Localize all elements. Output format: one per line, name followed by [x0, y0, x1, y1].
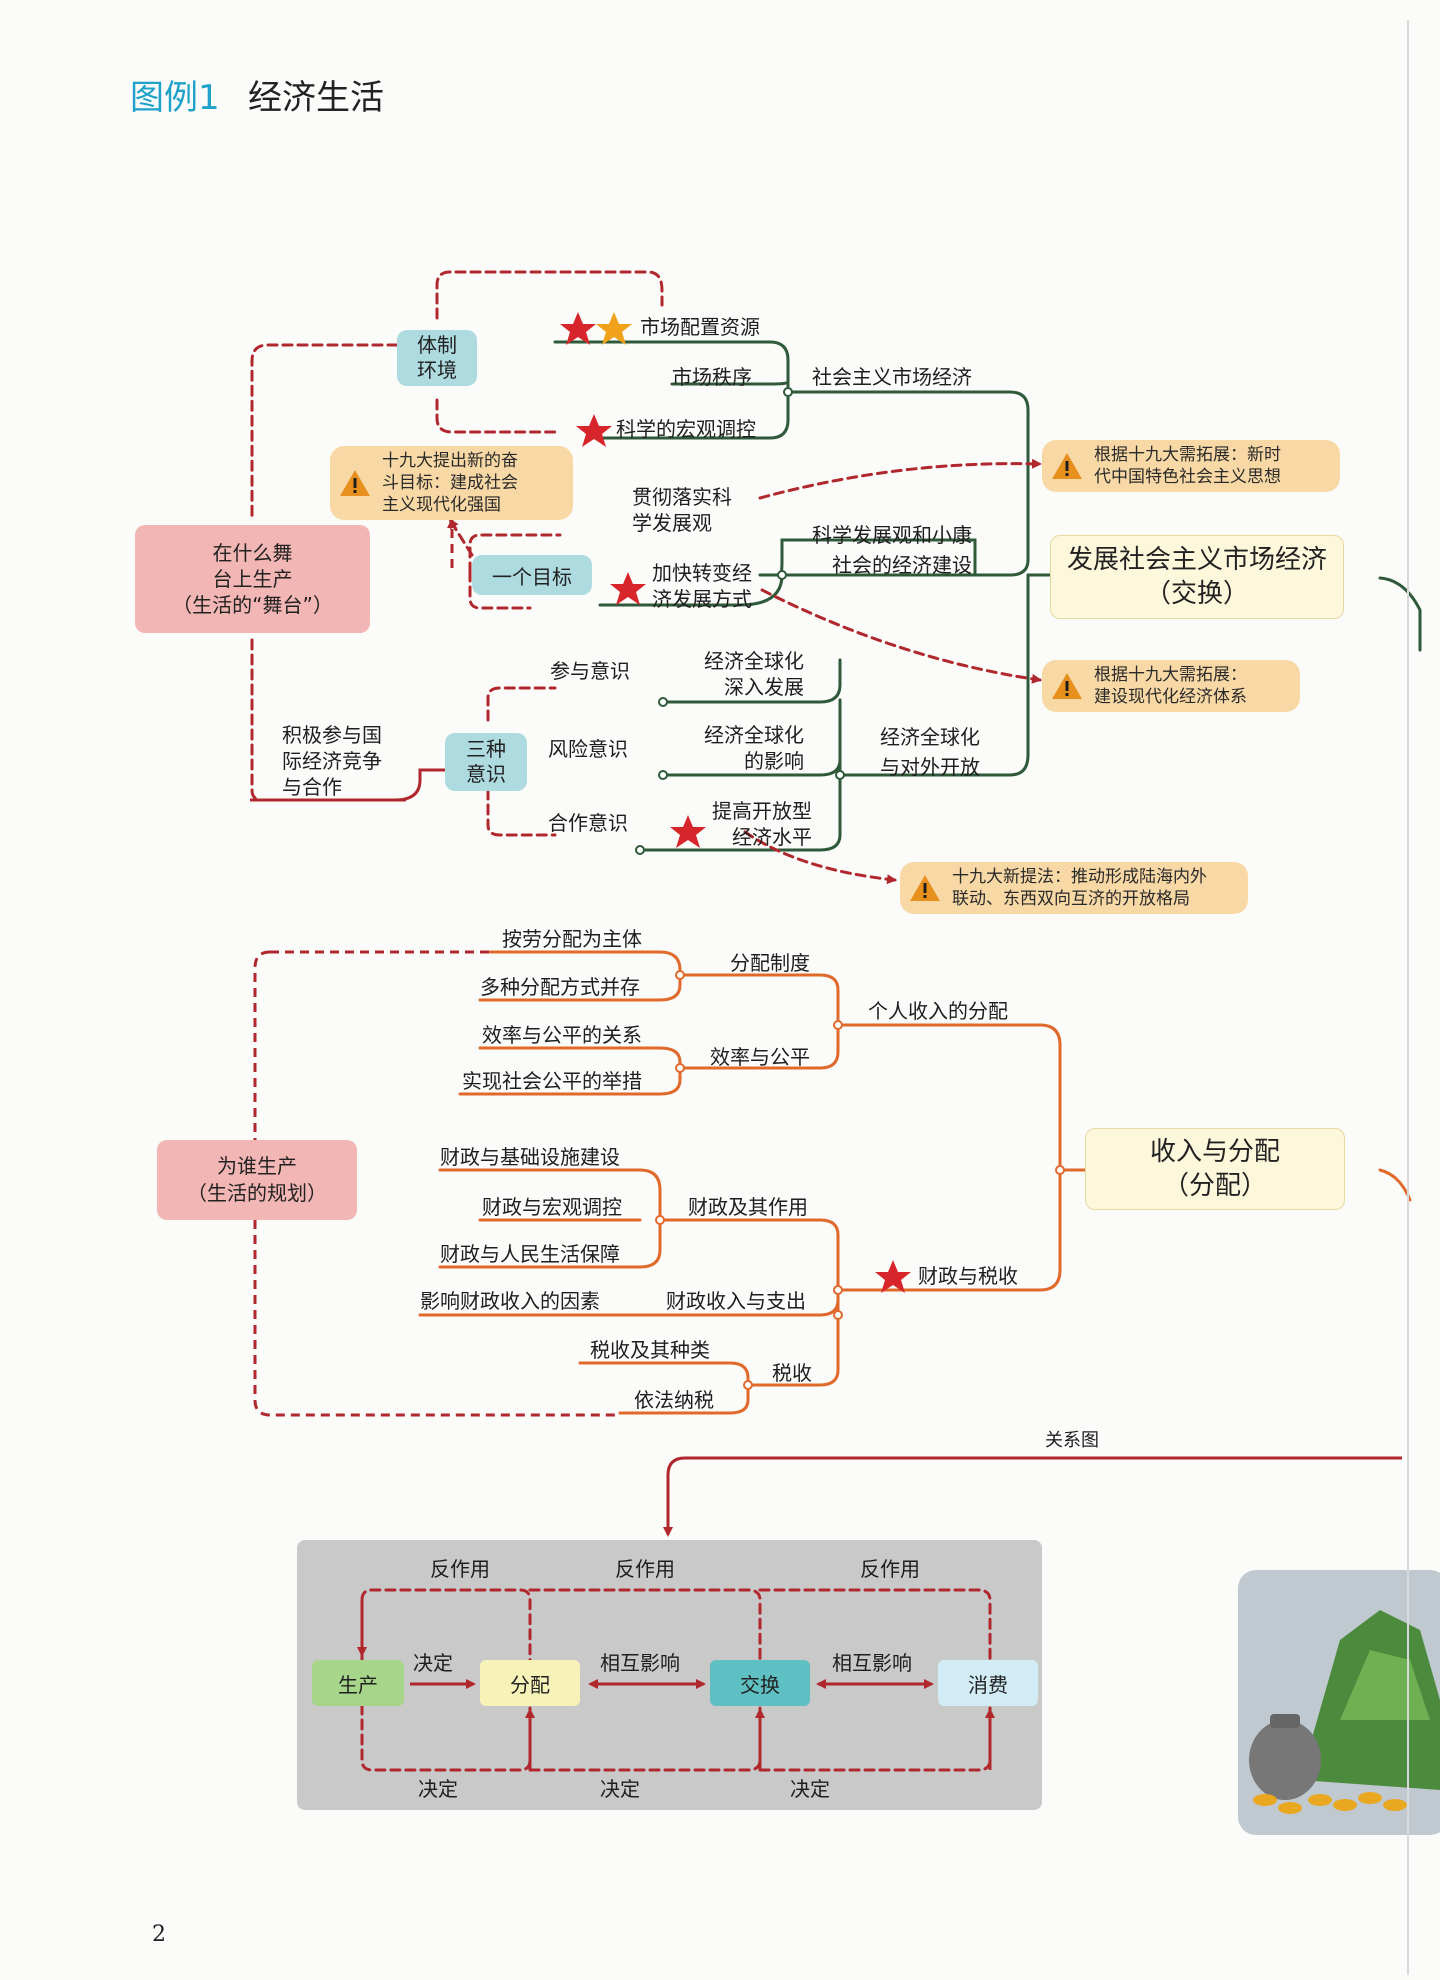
node-consumption: 消费: [938, 1660, 1038, 1706]
money-illustration: [1238, 1570, 1440, 1835]
decide-top-label: 决定: [413, 1651, 453, 1675]
page-number: 2: [152, 1922, 166, 1947]
tizhi-box: 体制 环境: [397, 330, 477, 386]
decide-bottom-1: 决定: [418, 1777, 458, 1801]
market-config-label: 市场配置资源: [640, 315, 760, 339]
fin-macro-label: 财政与宏观调控: [482, 1195, 622, 1219]
relation-label: 关系图: [1045, 1430, 1099, 1451]
sanzhong-box: 三种 意识: [445, 733, 527, 791]
star-red-icon: [670, 815, 706, 848]
tax-law-label: 依法纳税: [634, 1388, 714, 1412]
fin-inout-label: 财政收入与支出: [666, 1289, 806, 1313]
warning-icon: [340, 470, 370, 496]
fin-infra-label: 财政与基础设施建设: [440, 1145, 620, 1169]
tax-types-label: 税收及其种类: [590, 1338, 710, 1362]
main-income-box: 收入与分配 （分配）: [1085, 1128, 1345, 1210]
eff-rel-label: 效率与公平的关系: [482, 1023, 642, 1047]
warning-open: 十九大新提法：推动形成陆海内外 联动、东西双向互济的开放格局: [900, 862, 1248, 914]
decide-bottom-3: 决定: [790, 1777, 830, 1801]
feedback-label-2: 反作用: [615, 1557, 675, 1581]
dist-system-label: 分配制度: [730, 951, 810, 975]
star-red-icon: [576, 414, 612, 447]
figure-label: 图例1: [130, 78, 220, 118]
tax-label: 税收: [772, 1361, 812, 1385]
warning-icon: [1052, 453, 1082, 479]
market-order-label: 市场秩序: [672, 365, 752, 389]
open-level-label: 提高开放型 经济水平: [712, 799, 812, 849]
socialist-market-label: 社会主义市场经济: [812, 365, 972, 389]
warning-goal: 十九大提出新的奋 斗目标：建成社会 主义现代化强国: [330, 446, 573, 520]
glob-deep-label: 经济全球化 深入发展: [704, 649, 804, 699]
mutual-label-1: 相互影响: [600, 1651, 680, 1675]
warning-thought: 根据十九大需拓展：新时 代中国特色社会主义思想: [1042, 440, 1340, 492]
node-production: 生产: [312, 1660, 404, 1706]
feedback-label-1: 反作用: [430, 1557, 490, 1581]
fin-factors-label: 影响财政收入的因素: [420, 1289, 600, 1313]
mutual-label-2: 相互影响: [832, 1651, 912, 1675]
warning-icon: [1052, 673, 1082, 699]
star-red-icon: [560, 312, 596, 345]
star-orange-icon: [596, 312, 632, 345]
node-distribution: 分配: [480, 1660, 580, 1706]
fin-role-label: 财政及其作用: [688, 1195, 808, 1219]
page-title: 经济生活: [248, 78, 384, 118]
root-stage-box: 在什么舞 台上生产 （生活的“舞台”）: [135, 525, 370, 633]
root-plan-box: 为谁生产 （生活的规划）: [157, 1140, 357, 1220]
node-exchange: 交换: [710, 1660, 810, 1706]
jiji-label: 积极参与国 际经济竞争 与合作: [282, 723, 382, 799]
glob-open-label: 经济全球化 与对外开放: [880, 725, 980, 779]
warning-icon: [910, 875, 940, 901]
implement-label: 贯彻落实科 学发展观: [632, 485, 732, 535]
fair-measures-label: 实现社会公平的举措: [462, 1069, 642, 1093]
star-red-icon: [610, 572, 646, 605]
accelerate-label: 加快转变经 济发展方式: [652, 561, 752, 611]
decide-bottom-2: 决定: [600, 1777, 640, 1801]
cooperate-label: 合作意识: [548, 811, 628, 835]
fin-tax-label: 财政与税收: [918, 1264, 1018, 1288]
labor-label: 按劳分配为主体: [502, 927, 642, 951]
personal-income-label: 个人收入的分配: [868, 999, 1008, 1023]
glob-impact-label: 经济全球化 的影响: [704, 723, 804, 773]
feedback-label-3: 反作用: [860, 1557, 920, 1581]
eff-fair-label: 效率与公平: [710, 1045, 810, 1069]
star-red-icon: [875, 1260, 911, 1293]
risk-label: 风险意识: [548, 737, 628, 761]
science-xiaokang-label: 科学发展观和小康 社会的经济建设: [812, 523, 972, 577]
main-market-economy-box: 发展社会主义市场经济 （交换）: [1050, 535, 1344, 619]
participate-label: 参与意识: [550, 659, 630, 683]
macro-label: 科学的宏观调控: [616, 417, 756, 441]
yige-box: 一个目标: [472, 555, 592, 595]
warning-system: 根据十九大需拓展： 建设现代化经济体系: [1042, 660, 1300, 712]
multi-label: 多种分配方式并存: [480, 975, 640, 999]
fin-life-label: 财政与人民生活保障: [440, 1242, 620, 1266]
